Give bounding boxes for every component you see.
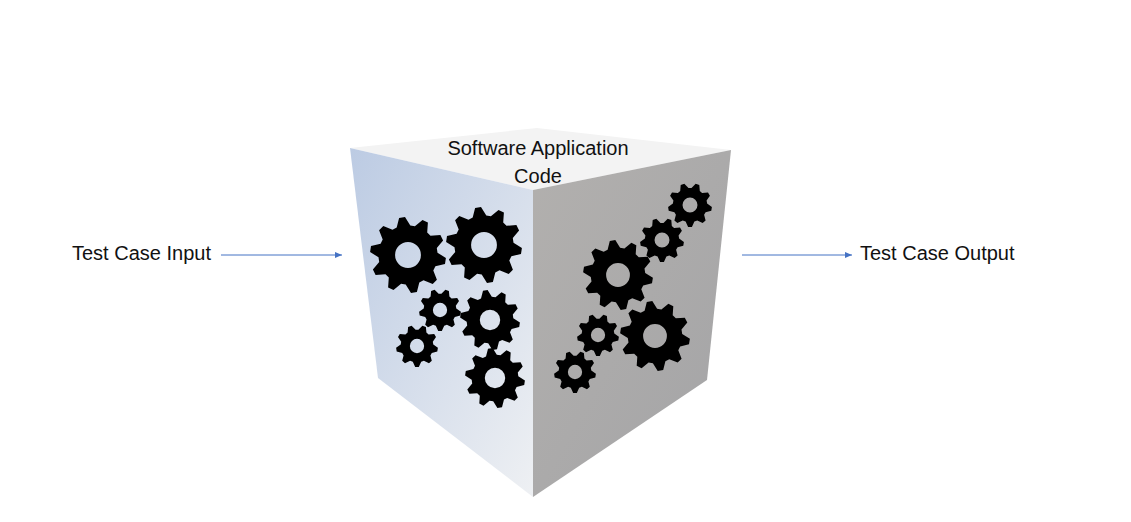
cube-right-face — [533, 150, 731, 497]
io-text: Test Case Output — [860, 239, 1015, 267]
gear-icon — [465, 348, 525, 408]
gear-icon — [460, 290, 520, 350]
io-label: Test Case Output — [860, 239, 1015, 267]
gear-icon — [577, 315, 619, 356]
io-label: Test Case Input — [72, 239, 211, 267]
gear-icon — [668, 184, 712, 227]
io-text: Test Case Input — [72, 239, 211, 267]
gear-icon — [640, 219, 684, 262]
gear-icon — [554, 352, 596, 393]
gear-icon — [419, 290, 461, 331]
flow-arrow — [221, 255, 342, 256]
cube-left-face — [350, 148, 533, 497]
gear-icon — [396, 326, 438, 367]
gear-icon — [620, 301, 690, 371]
gear-icon — [370, 217, 446, 293]
cube-node: Software Application Code — [350, 126, 732, 500]
flow-arrow — [742, 255, 852, 256]
gear-icon — [583, 240, 653, 310]
cube-title: Software Application Code — [428, 134, 648, 190]
gear-icon — [446, 207, 522, 283]
